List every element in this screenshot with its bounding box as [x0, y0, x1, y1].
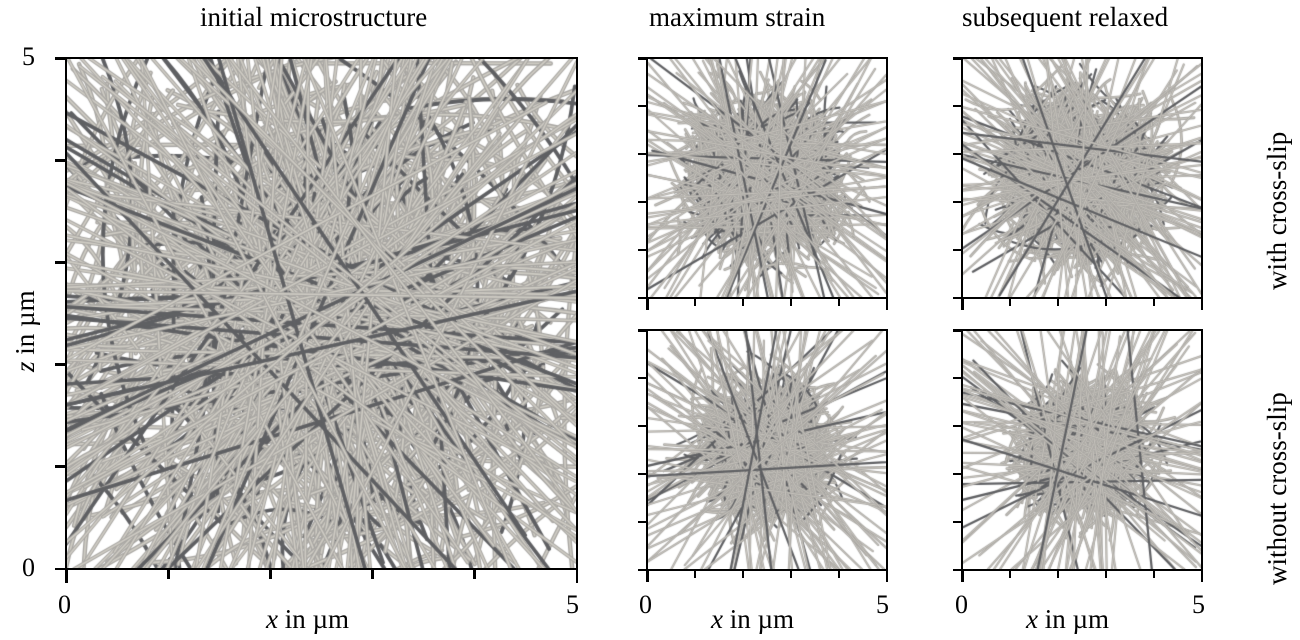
x-max-label-initial: 5 [566, 590, 579, 619]
z-tick [55, 261, 65, 264]
row-label-with-cross-slip: with cross-slip [1262, 131, 1292, 290]
x-tick [1200, 570, 1203, 582]
x-tick [693, 298, 697, 306]
title-maximum-strain: maximum strain [649, 2, 826, 32]
z-axis-label: z in µm [10, 290, 40, 372]
z-tick [953, 424, 961, 428]
dislocation-plot-initial [67, 59, 576, 568]
z-tick [953, 329, 961, 332]
x-tick [1056, 298, 1060, 306]
x-tick [789, 298, 793, 306]
x-tick [1104, 570, 1108, 578]
x-tick [789, 570, 793, 578]
z-tick [638, 200, 646, 204]
x-axis-label-initial: x in µm [266, 604, 350, 634]
x-tick [961, 298, 964, 310]
z-tick [953, 520, 961, 524]
panel-relaxed-without-cross-slip [961, 329, 1203, 571]
z-tick [638, 248, 646, 252]
title-initial-microstructure: initial microstructure [200, 2, 428, 32]
x-max-label-max: 5 [876, 590, 889, 619]
x-tick [693, 570, 697, 578]
z-tick [953, 472, 961, 476]
x-tick [1200, 298, 1203, 310]
dislocation-plot-relaxed-with [963, 59, 1201, 297]
x-tick [837, 570, 841, 578]
dislocation-plot-max-with [648, 59, 886, 297]
panel-relaxed-with-cross-slip [961, 57, 1203, 299]
z-tick [638, 520, 646, 524]
x-tick [167, 569, 170, 579]
z-tick [953, 104, 961, 108]
x-tick [961, 570, 964, 582]
z-tick [55, 57, 65, 60]
panel-maximum-strain-without-cross-slip [646, 329, 888, 571]
z-tick [55, 363, 65, 366]
z-tick [638, 152, 646, 156]
x-max-label-relaxed: 5 [1192, 590, 1205, 619]
z-tick [638, 568, 646, 571]
x-tick [646, 570, 649, 582]
x-tick [65, 569, 68, 583]
x-min-label-relaxed: 0 [955, 590, 968, 619]
x-tick [473, 569, 476, 579]
x-tick [1104, 298, 1108, 306]
x-min-label-initial: 0 [58, 590, 71, 619]
z-tick [953, 296, 961, 299]
dislocation-plot-max-without [648, 331, 886, 569]
z-tick [55, 567, 65, 570]
z-tick [638, 296, 646, 299]
x-tick [575, 569, 578, 583]
z-tick [55, 159, 65, 162]
x-tick [837, 298, 841, 306]
z-tick [638, 57, 646, 60]
panel-initial-microstructure [65, 57, 578, 570]
x-tick [371, 569, 374, 579]
panel-maximum-strain-with-cross-slip [646, 57, 888, 299]
x-tick [741, 298, 745, 306]
x-tick [1152, 570, 1156, 578]
x-tick [646, 298, 649, 310]
z-tick [953, 568, 961, 571]
z-tick [638, 376, 646, 380]
z-tick [953, 152, 961, 156]
x-tick [1008, 298, 1012, 306]
z-tick [638, 472, 646, 476]
row-label-without-cross-slip: without cross-slip [1262, 392, 1292, 585]
z-tick [638, 329, 646, 332]
x-tick [1152, 298, 1156, 306]
z-tick [953, 200, 961, 204]
x-axis-label-relaxed: x in µm [1026, 604, 1110, 634]
x-tick [741, 570, 745, 578]
x-tick [1008, 570, 1012, 578]
x-tick [269, 569, 272, 579]
title-subsequent-relaxed: subsequent relaxed [962, 2, 1169, 32]
z-max-label: 5 [22, 42, 35, 71]
z-tick [638, 424, 646, 428]
z-tick [953, 57, 961, 60]
z-tick [953, 248, 961, 252]
z-tick [953, 376, 961, 380]
z-tick [638, 104, 646, 108]
x-tick [885, 298, 888, 310]
z-tick [55, 465, 65, 468]
x-axis-label-max: x in µm [711, 604, 795, 634]
z-min-label: 0 [22, 553, 35, 582]
x-tick [885, 570, 888, 582]
x-min-label-max: 0 [639, 590, 652, 619]
dislocation-plot-relaxed-without [963, 331, 1201, 569]
x-tick [1056, 570, 1060, 578]
